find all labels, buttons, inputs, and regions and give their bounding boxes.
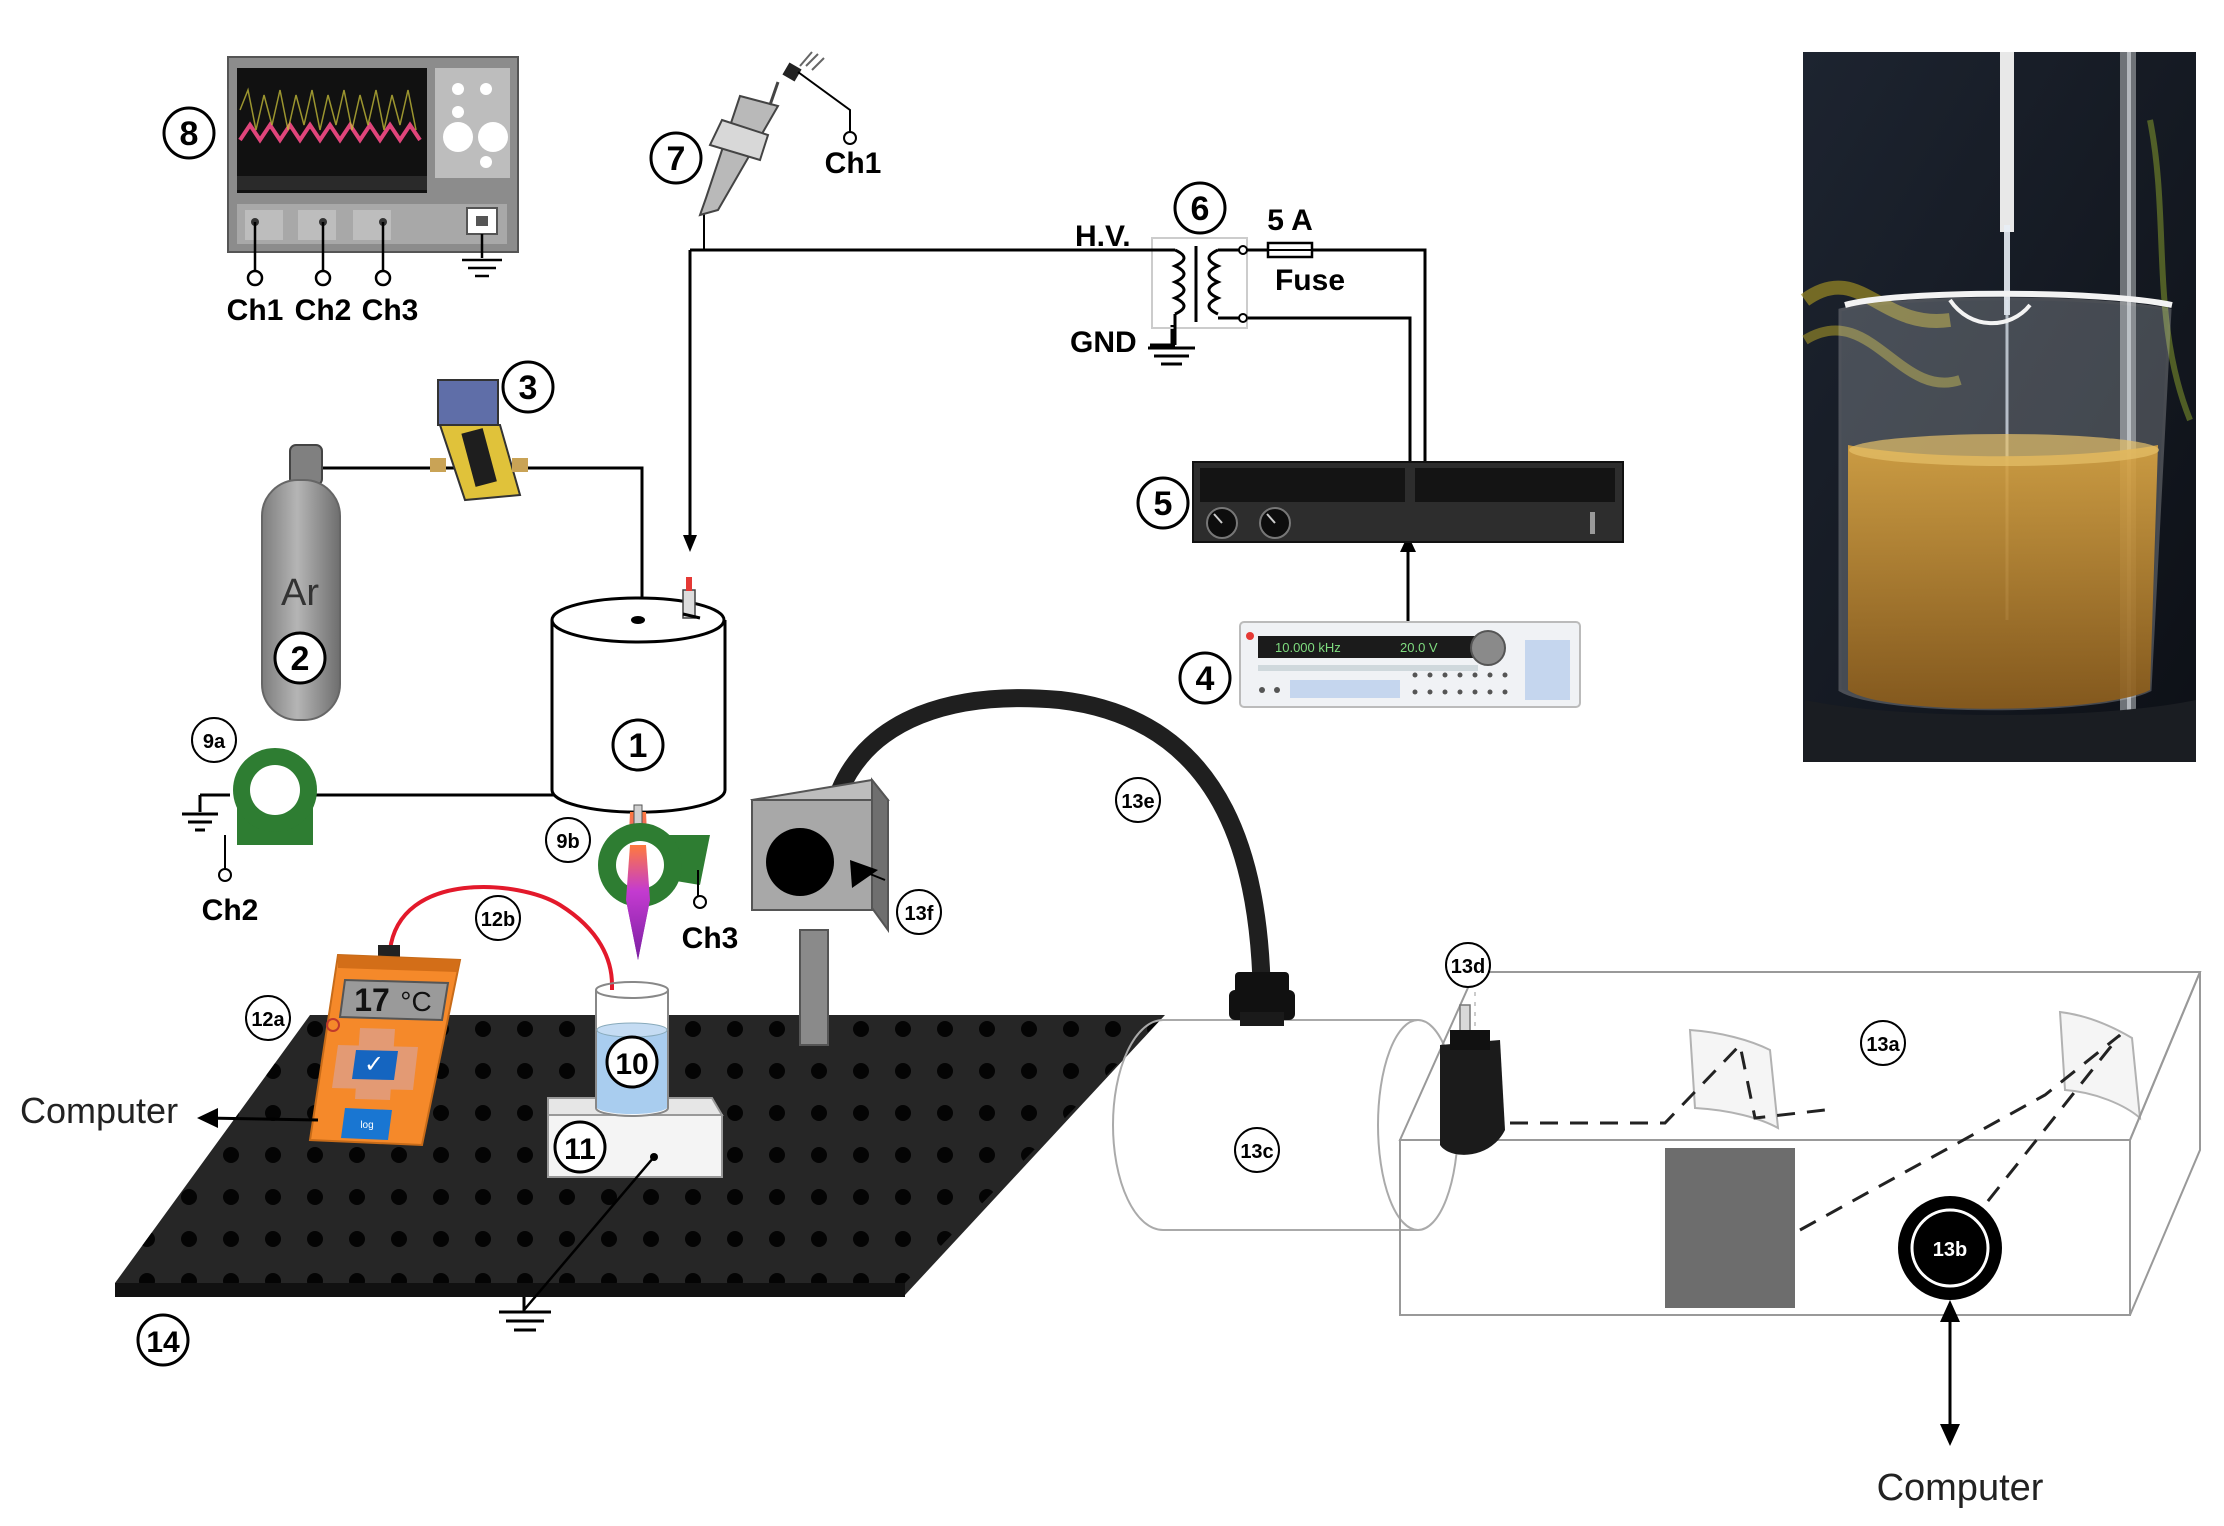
svg-text:8: 8 <box>180 115 199 153</box>
temperature-value: 17 <box>354 982 390 1018</box>
power-amplifier <box>1192 461 1624 543</box>
svg-text:5: 5 <box>1154 485 1173 523</box>
svg-text:13d: 13d <box>1451 956 1485 978</box>
callout-5: 5 <box>1136 476 1190 530</box>
callout-13b: 13b <box>1933 1239 1967 1261</box>
callout-12a: 12a <box>245 995 291 1041</box>
callout-12b: 12b <box>475 895 521 941</box>
callout-11: 11 <box>553 1120 607 1174</box>
svg-text:9a: 9a <box>203 731 226 753</box>
computer-left-label: Computer <box>20 1090 178 1131</box>
callout-9b: 9b <box>545 817 591 863</box>
callout-13e: 13e <box>1115 777 1161 823</box>
fiber-connector <box>1229 972 1295 1026</box>
svg-text:6: 6 <box>1191 190 1210 228</box>
diffraction-grating-block <box>1665 1148 1795 1308</box>
svg-text:13c: 13c <box>1240 1141 1273 1163</box>
callout-13f: 13f <box>896 889 942 935</box>
callout-9a: 9a <box>191 717 237 763</box>
svg-text:9b: 9b <box>556 831 579 853</box>
computer-right-label: Computer <box>1877 1467 2044 1509</box>
coil-ch3-label: Ch3 <box>682 922 739 955</box>
fuse-label: Fuse <box>1275 264 1345 297</box>
current-coil-9a <box>182 748 317 882</box>
gnd-label: GND <box>1070 326 1137 359</box>
optical-fiber-cable <box>831 689 1271 1019</box>
svg-text:14: 14 <box>146 1326 180 1359</box>
callout-13d: 13d <box>1445 942 1491 988</box>
mass-flow-controller <box>430 379 528 502</box>
callout-14: 14 <box>136 1313 190 1367</box>
temperature-unit: °C <box>400 986 431 1017</box>
probe-ch1-label: Ch1 <box>825 147 882 180</box>
spectrometer-box <box>1398 971 2202 1316</box>
generator-voltage-display: 20.0 V <box>1400 640 1438 655</box>
callout-7: 7 <box>649 131 703 185</box>
svg-text:✓: ✓ <box>364 1051 384 1078</box>
photo-inset-beaker <box>1800 52 2196 762</box>
svg-text:12a: 12a <box>251 1009 285 1031</box>
callout-4: 4 <box>1178 651 1232 705</box>
ccd-detector <box>1898 1196 2002 1300</box>
function-generator: 10.000 kHz 20.0 V <box>1239 621 1581 708</box>
current-coil-9b <box>598 823 710 960</box>
svg-text:1: 1 <box>629 727 648 765</box>
oscilloscope <box>227 56 519 287</box>
callouts: 1 2 3 4 5 6 7 8 <box>136 106 1967 1367</box>
scope-ch1-label: Ch1 <box>227 294 284 327</box>
callout-13a: 13a <box>1860 1020 1906 1066</box>
scope-ch2-label: Ch2 <box>295 294 352 327</box>
callout-10: 10 <box>605 1035 659 1089</box>
svg-text:12b: 12b <box>481 909 515 931</box>
svg-text:11: 11 <box>564 1133 596 1166</box>
callout-3: 3 <box>501 360 555 414</box>
argon-label: Ar <box>281 572 319 614</box>
svg-text:10: 10 <box>615 1048 648 1081</box>
svg-text:4: 4 <box>1196 660 1215 698</box>
svg-text:13a: 13a <box>1866 1034 1900 1056</box>
log-button-label: log <box>360 1120 373 1131</box>
spectrometer-mirrors <box>1688 1010 2142 1130</box>
hv-probe <box>698 51 857 250</box>
coil-ch2-label: Ch2 <box>202 894 259 927</box>
svg-text:13f: 13f <box>905 903 934 925</box>
entrance-slit <box>1440 1004 1505 1155</box>
callout-6: 6 <box>1173 181 1227 235</box>
scope-ch3-label: Ch3 <box>362 294 419 327</box>
hv-label: H.V. <box>1075 220 1131 253</box>
collimating-lens-holder <box>750 777 890 1046</box>
svg-text:13e: 13e <box>1121 791 1154 813</box>
callout-13c: 13c <box>1234 1127 1280 1173</box>
svg-text:2: 2 <box>291 640 310 678</box>
callout-8: 8 <box>162 106 216 160</box>
transformer <box>1148 237 1425 366</box>
callout-1: 1 <box>611 718 665 772</box>
svg-text:7: 7 <box>667 140 686 178</box>
generator-frequency-display: 10.000 kHz <box>1275 640 1341 655</box>
callout-2: 2 <box>273 631 327 685</box>
svg-text:3: 3 <box>519 369 538 407</box>
fuse-rating-label: 5 A <box>1267 204 1313 237</box>
svg-text:13b: 13b <box>1933 1239 1967 1261</box>
